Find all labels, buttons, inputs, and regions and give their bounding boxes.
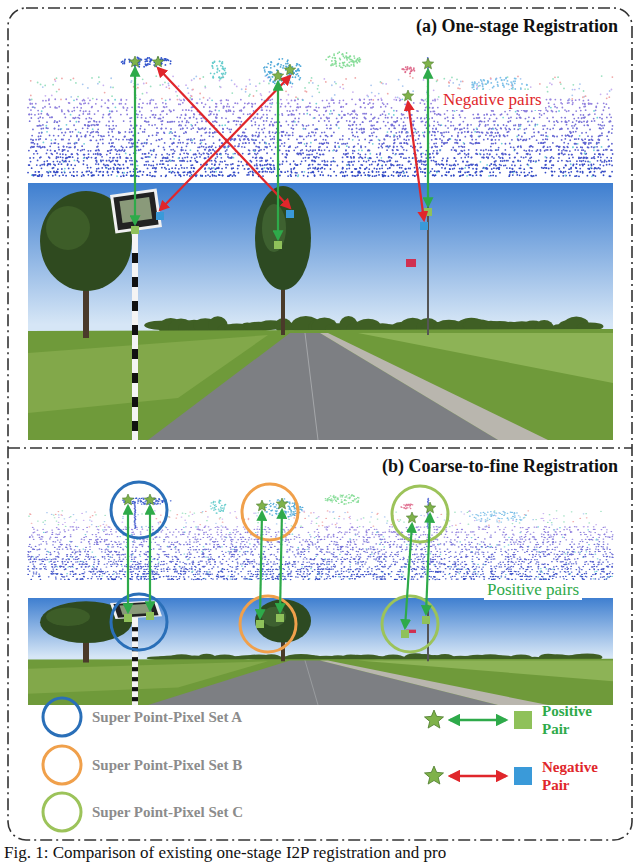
figure-root: (a) One-stage Registration(b) Coarse-to-…: [0, 0, 640, 865]
